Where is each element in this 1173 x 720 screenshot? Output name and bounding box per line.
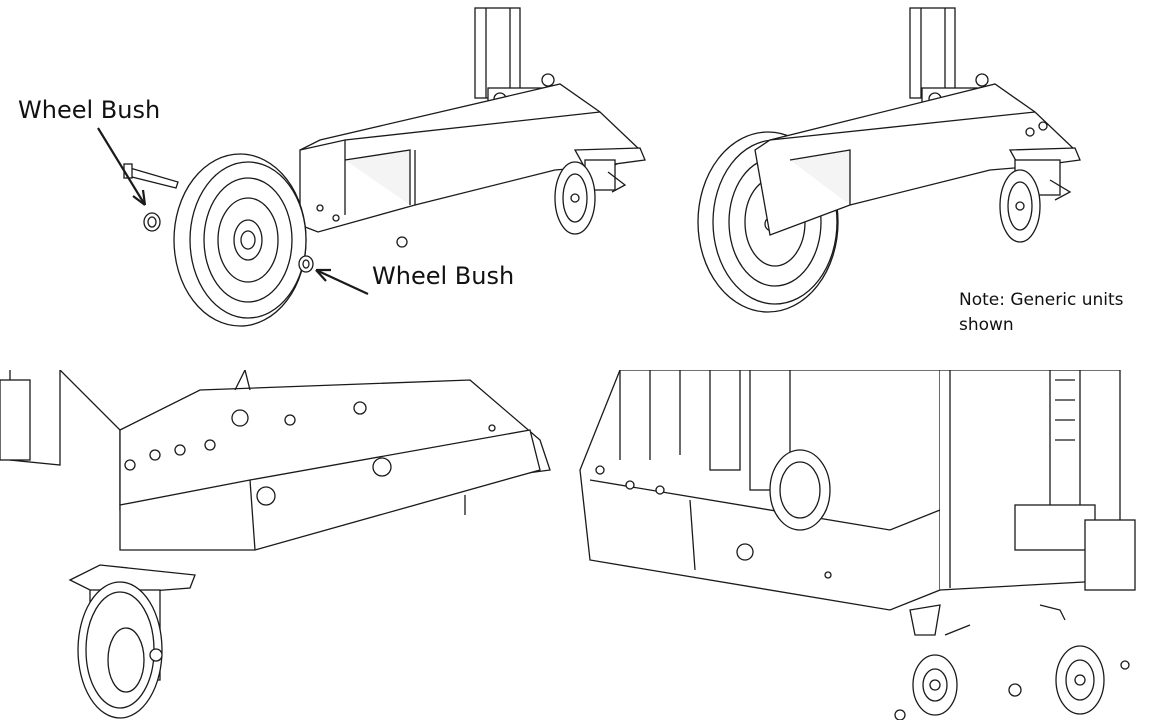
leader-arrow-1 bbox=[97, 127, 147, 206]
front-caster bbox=[554, 147, 646, 235]
exploded-caster-2 bbox=[1008, 604, 1130, 715]
column-mast bbox=[474, 7, 521, 99]
leader-arrow-2 bbox=[315, 268, 369, 295]
wheel-bush-part-2 bbox=[298, 255, 314, 273]
exploded-caster-1 bbox=[894, 604, 971, 720]
note-generic-units: Note: Generic units shown bbox=[959, 290, 1124, 335]
panel-exploded-wheel bbox=[0, 0, 660, 330]
base-frame bbox=[119, 370, 551, 551]
chassis-frame bbox=[579, 370, 941, 611]
panel-base-overview bbox=[560, 370, 1173, 720]
swivel-caster bbox=[68, 564, 196, 719]
label-wheel-bush-2: Wheel Bush bbox=[372, 262, 515, 290]
rear-wheel-behind bbox=[769, 449, 831, 531]
base-leg bbox=[754, 83, 1077, 236]
gas-spring-bracket bbox=[1014, 370, 1136, 591]
wheel-bush-part-1 bbox=[143, 212, 161, 232]
panel-assembled-wheel bbox=[660, 0, 1173, 330]
panel-caster-closeup bbox=[0, 370, 560, 720]
frame-upright bbox=[0, 370, 121, 505]
label-wheel-bush-1: Wheel Bush bbox=[18, 96, 161, 124]
front-caster bbox=[999, 147, 1081, 243]
rear-wheel bbox=[173, 153, 307, 327]
